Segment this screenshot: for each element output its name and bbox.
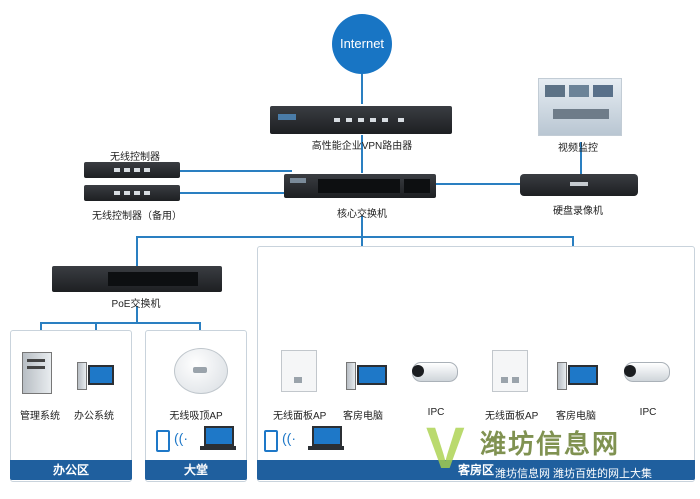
guest-pc-tower-icon-1 (346, 362, 356, 390)
poe-switch-office (52, 266, 222, 292)
link-core-nvr (432, 183, 524, 185)
lobby-wifi-icon: ((· (174, 430, 188, 446)
management-system-label: 管理系统 (20, 411, 60, 422)
nvr-device (520, 174, 638, 196)
internet-label: Internet (339, 36, 385, 51)
video-monitor-label: 视频监控 (558, 143, 598, 154)
link-poe1-down (136, 306, 138, 322)
link-nvr-monitor (580, 142, 582, 174)
office-zone-bar: 办公区 (10, 460, 132, 480)
guest-pc-label-2: 客房电脑 (556, 411, 596, 422)
nvr-label: 硬盘录像机 (553, 206, 603, 217)
link-router-core (361, 135, 363, 173)
link-office-bus (40, 322, 200, 324)
lobby-phone-icon (156, 430, 170, 452)
internet-node: Internet (332, 14, 392, 74)
link-core-down (361, 216, 363, 236)
video-monitor-image (538, 78, 622, 136)
panel-ap-icon-2 (492, 350, 528, 392)
office-pc-tower-icon (77, 362, 87, 390)
guest-phone-icon (264, 430, 278, 452)
link-distribution-bus (136, 236, 573, 238)
lobby-zone-bar: 大堂 (145, 460, 247, 480)
core-switch (284, 174, 436, 198)
guest-pc-monitor-icon-2 (568, 365, 598, 385)
link-controller-core (180, 170, 292, 172)
poe-switch-office-label: PoE交换机 (111, 299, 161, 310)
office-system-label: 办公系统 (74, 411, 114, 422)
link-internet-router (361, 74, 363, 104)
core-switch-label: 核心交换机 (337, 209, 387, 220)
ceiling-ap-label: 无线吸顶AP (169, 411, 223, 422)
management-server-icon (22, 352, 52, 394)
vpn-router (270, 106, 452, 134)
wireless-controller-backup-label: 无线控制器（备用） (92, 211, 182, 222)
guest-pc-monitor-icon-1 (357, 365, 387, 385)
ceiling-ap-icon (174, 348, 228, 394)
watermark-logo-icon: V (426, 416, 465, 481)
panel-ap-label-1: 无线面板AP (273, 411, 327, 422)
wireless-controller-label: 无线控制器 (110, 152, 160, 163)
guest-wifi-icon: ((· (282, 430, 296, 446)
link-bus-poe1 (136, 236, 138, 266)
wireless-controller-backup (84, 185, 180, 201)
wireless-controller (84, 162, 180, 178)
ipc-label-2: IPC (639, 407, 657, 418)
link-controller-backup-core (180, 192, 292, 194)
watermark-title: 潍坊信息网 (480, 429, 621, 459)
guest-zone-bar: 客房区 (257, 460, 695, 480)
office-pc-monitor-icon (88, 365, 114, 385)
guest-pc-tower-icon-2 (557, 362, 567, 390)
ipc-label-1: IPC (427, 407, 445, 418)
panel-ap-icon-1 (281, 350, 317, 392)
router-label: 高性能企业VPN路由器 (311, 141, 413, 152)
panel-ap-label-2: 无线面板AP (485, 411, 539, 422)
guest-pc-label-1: 客房电脑 (343, 411, 383, 422)
watermark-subtitle: 潍坊信息网 潍坊百姓的网上大集 (495, 468, 653, 480)
